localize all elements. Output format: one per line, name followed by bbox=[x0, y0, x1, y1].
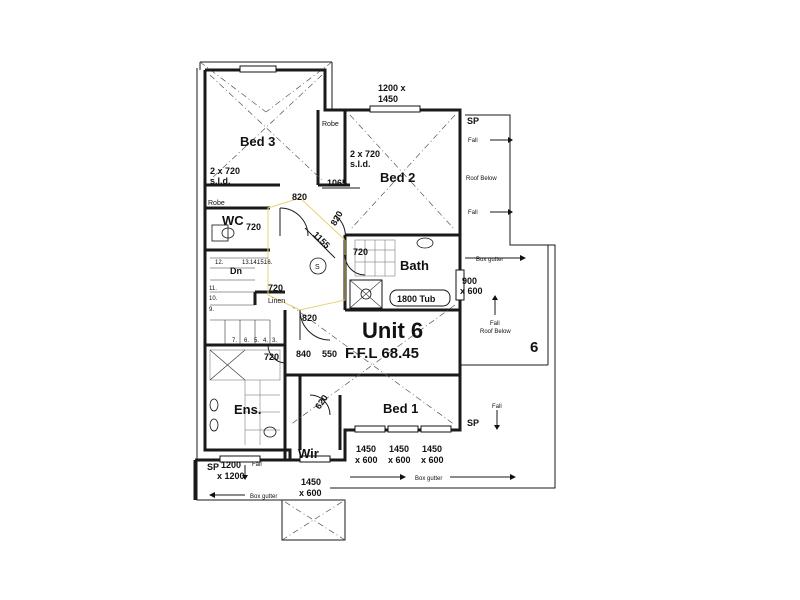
linen-label: Linen bbox=[268, 298, 285, 305]
roof-below-note-1: Roof Below bbox=[466, 176, 497, 182]
dim-1155: 1155 bbox=[311, 230, 332, 251]
dim-bed1-window-1b: x 600 bbox=[355, 455, 378, 465]
fall-note-2: Fall bbox=[468, 210, 478, 216]
dim-720-ens: 720 bbox=[264, 352, 279, 362]
dim-bed1-window-1a: 1450 bbox=[356, 444, 376, 454]
stair-step-12: 12. bbox=[215, 260, 224, 266]
dim-bed1-window-2b: x 600 bbox=[388, 455, 411, 465]
labels: Bed 3 Bed 2 Bed 1 Bath Ens. WC Wir Robe … bbox=[207, 83, 538, 500]
room-label-wir: Wir bbox=[298, 446, 319, 461]
stair-step-13: 13. bbox=[242, 260, 251, 266]
stair-step-4: 4. bbox=[263, 338, 268, 344]
sp-right: SP bbox=[467, 418, 479, 428]
stair-step-6: 6. bbox=[244, 338, 249, 344]
dim-wir-window-b: x 600 bbox=[299, 488, 322, 498]
stair-step-5: 5. bbox=[254, 338, 259, 344]
dim-bed3-sld-b: s.l.d. bbox=[210, 176, 231, 186]
window-marks bbox=[219, 65, 465, 463]
stair-step-10: 10. bbox=[209, 296, 218, 302]
dim-1065: 1065 bbox=[327, 178, 347, 188]
fall-note-5: Fall bbox=[252, 462, 262, 468]
dimension-line-1155 bbox=[304, 227, 336, 259]
dim-900-window-a: 900 bbox=[462, 276, 477, 286]
dim-720-linen: 720 bbox=[268, 283, 283, 293]
bathroom-fixtures bbox=[209, 224, 451, 445]
interior-walls bbox=[205, 110, 460, 460]
roof-below-note-2: Roof Below bbox=[480, 329, 511, 335]
dim-900-window-b: x 600 bbox=[460, 286, 483, 296]
dim-720-wc: 720 bbox=[246, 222, 261, 232]
dim-bed1-window-2a: 1450 bbox=[389, 444, 409, 454]
tub-label: 1800 Tub bbox=[397, 294, 436, 304]
side-number: 6 bbox=[530, 339, 538, 356]
dim-bed2-sld-b: s.l.d. bbox=[350, 159, 371, 169]
dim-820-bed1-door: 820 bbox=[302, 313, 317, 323]
stair-treads bbox=[210, 257, 271, 345]
landing-outline bbox=[267, 197, 346, 311]
dim-bed2-sld-a: 2 x 720 bbox=[350, 149, 380, 159]
dim-ens-window-b: x 1200 bbox=[217, 471, 245, 481]
dim-bed1-window-3b: x 600 bbox=[421, 455, 444, 465]
sp-top: SP bbox=[467, 116, 479, 126]
room-label-bed3: Bed 3 bbox=[240, 134, 275, 149]
stair-step-3: 3. bbox=[272, 338, 277, 344]
fall-note-4: Fall bbox=[492, 404, 502, 410]
dim-ens-window-a: 1200 bbox=[221, 460, 241, 470]
room-label-wc: WC bbox=[222, 213, 244, 228]
room-label-bed1: Bed 1 bbox=[383, 401, 418, 416]
fall-note-3: Fall bbox=[490, 321, 500, 327]
stair-marker-s: S bbox=[315, 264, 320, 271]
door-swings bbox=[267, 207, 366, 416]
sp-left: SP bbox=[207, 462, 219, 472]
dim-550: 550 bbox=[322, 349, 337, 359]
fall-note-1: Fall bbox=[468, 138, 478, 144]
robe-label-bed2: Robe bbox=[322, 121, 339, 128]
box-gutter-note-1: Box gutter bbox=[476, 257, 503, 263]
ceiling-lines bbox=[209, 74, 456, 426]
dim-bed3-sld-a: 2 x 720 bbox=[210, 166, 240, 176]
unit-title: Unit 6 bbox=[362, 318, 423, 343]
ffl-label: F.F.L 68.45 bbox=[345, 345, 419, 362]
dim-720-bath: 720 bbox=[353, 247, 368, 257]
stair-step-11: 11. bbox=[209, 286, 217, 292]
fall-arrows bbox=[209, 137, 526, 498]
stair-step-7: 7. bbox=[232, 338, 237, 344]
dim-bed2-window-b: 1450 bbox=[378, 94, 398, 104]
box-gutter-note-3: Box gutter bbox=[250, 494, 277, 500]
exterior-walls bbox=[193, 68, 462, 500]
dim-bed1-window-3a: 1450 bbox=[422, 444, 442, 454]
robe-label-bed3: Robe bbox=[208, 200, 225, 207]
dim-820-bed3-door: 820 bbox=[292, 192, 307, 202]
box-gutter-note-2: Box gutter bbox=[415, 476, 442, 482]
room-label-bed2: Bed 2 bbox=[380, 170, 415, 185]
stair-step-15: 15. bbox=[257, 260, 266, 266]
stair-step-9: 9. bbox=[209, 307, 214, 313]
stair-step-14: 14. bbox=[250, 260, 259, 266]
dim-bed2-window-a: 1200 x bbox=[378, 83, 406, 93]
room-label-bath: Bath bbox=[400, 258, 429, 273]
room-label-ens: Ens. bbox=[234, 402, 261, 417]
dim-840: 840 bbox=[296, 349, 311, 359]
dim-wir-window-a: 1450 bbox=[301, 477, 321, 487]
stair-step-16: 16. bbox=[264, 260, 273, 266]
stair-down-label: Dn bbox=[230, 266, 242, 276]
